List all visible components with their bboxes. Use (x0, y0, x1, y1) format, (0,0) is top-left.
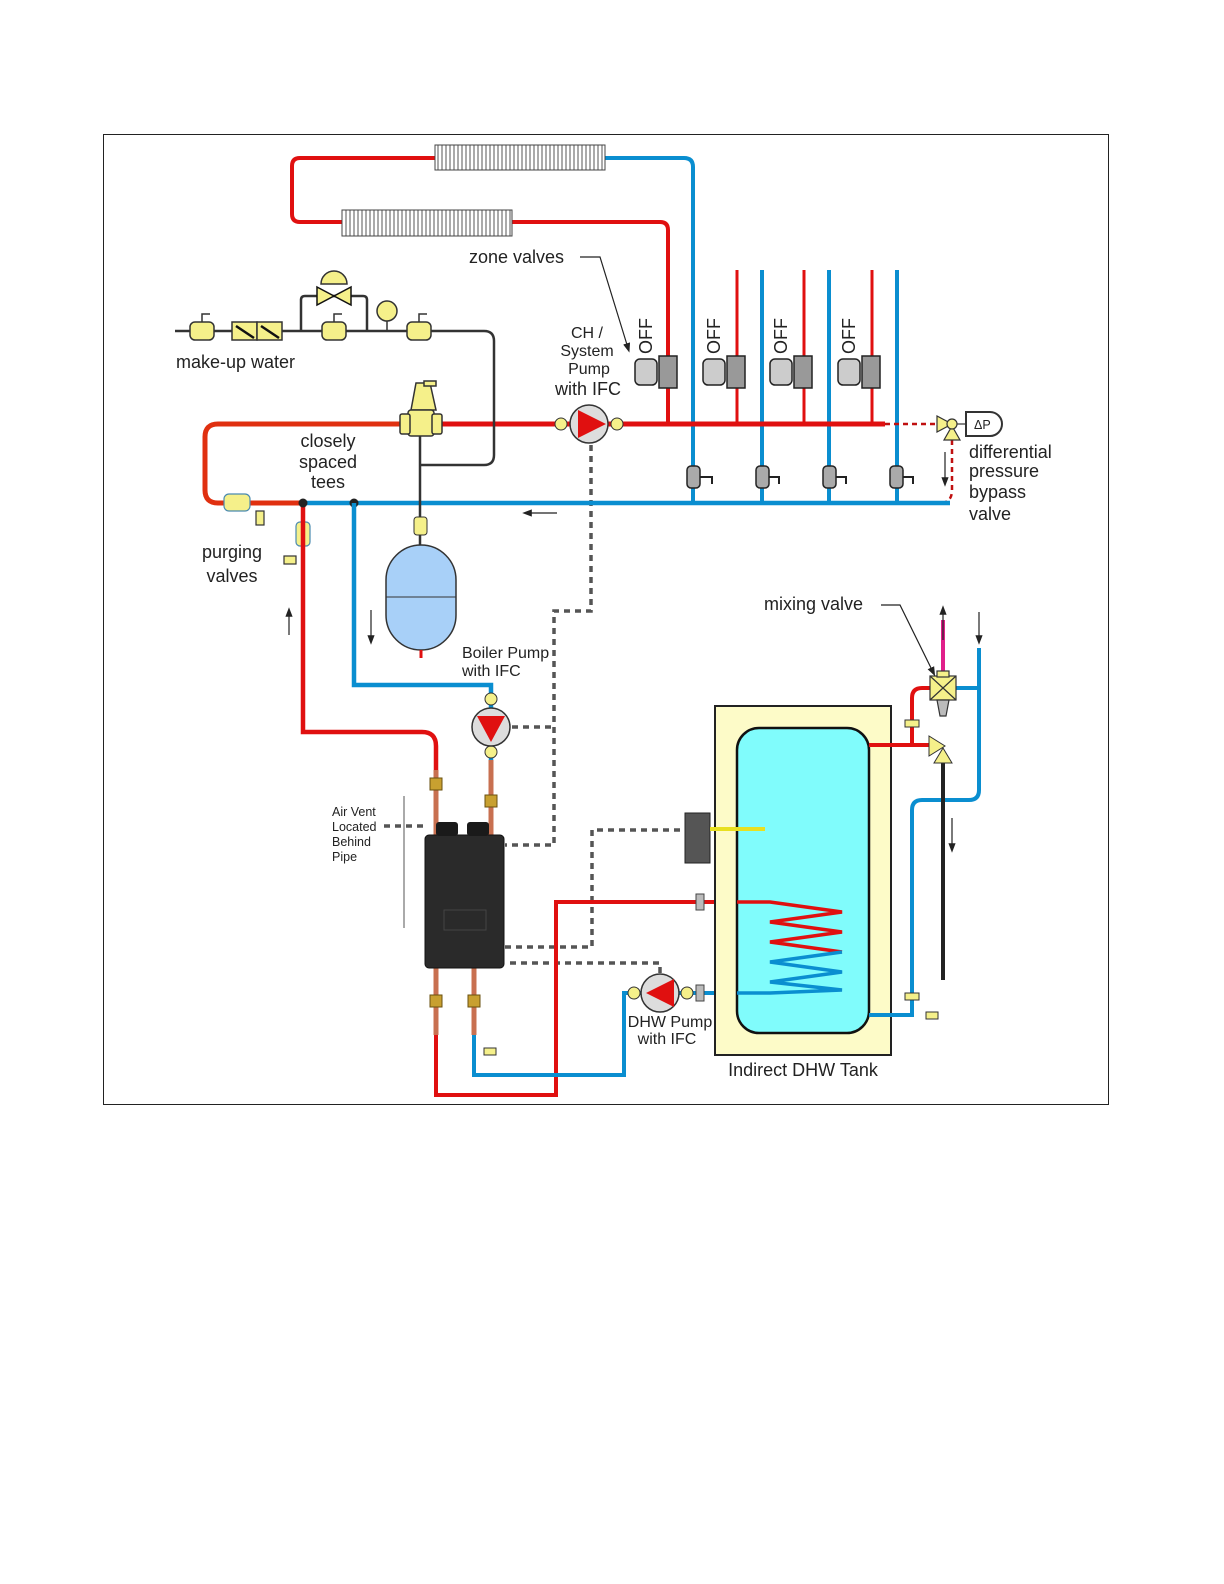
ch-system-pump[interactable] (555, 405, 623, 443)
svg-text:purging: purging (202, 542, 262, 562)
svg-text:Air Vent: Air Vent (332, 805, 376, 819)
closely-spaced-tees-label: closely spaced tees (299, 431, 357, 492)
zone-valves[interactable] (635, 356, 880, 388)
zone-valve-4 (838, 356, 880, 388)
svg-text:Boiler Pump: Boiler Pump (462, 645, 549, 662)
dhw-pump[interactable] (628, 974, 693, 1012)
return-balancing-valves[interactable] (687, 466, 913, 488)
differential-bypass-label: differential pressure bypass valve (969, 442, 1052, 524)
svg-text:tees: tees (311, 472, 345, 492)
baseboard-upper (435, 145, 605, 170)
svg-text:CH /: CH / (571, 325, 604, 342)
zone-valve-1 (635, 356, 677, 388)
tank-drain-valve[interactable] (926, 1012, 938, 1019)
drain-valve[interactable] (484, 1048, 496, 1055)
mixing-valve[interactable] (930, 671, 956, 716)
dhw-pump-label: DHW Pump with IFC (628, 1014, 713, 1048)
svg-text:bypass: bypass (969, 482, 1026, 502)
svg-text:Pipe: Pipe (332, 850, 357, 864)
svg-text:differential: differential (969, 442, 1052, 462)
delta-p-label: ΔP (974, 418, 991, 432)
mixing-valve-label: mixing valve (764, 594, 863, 614)
svg-text:spaced: spaced (299, 452, 357, 472)
svg-text:System: System (560, 343, 613, 360)
svg-text:OFF: OFF (839, 318, 859, 354)
boiler-pump-label: Boiler Pump with IFC (461, 645, 549, 680)
svg-text:OFF: OFF (771, 318, 791, 354)
union (905, 993, 919, 1000)
make-up-water-label: make-up water (176, 352, 295, 372)
zone-valve-3 (770, 356, 812, 388)
tee-dot (299, 499, 308, 508)
zone-valve-2 (703, 356, 745, 388)
svg-text:pressure: pressure (969, 461, 1039, 481)
air-separator (400, 381, 442, 436)
differential-pressure-bypass-valve[interactable] (937, 412, 1002, 440)
purging-valves-label: purging valves (202, 542, 262, 586)
dhw-return-pipe (474, 993, 737, 1075)
svg-text:with IFC: with IFC (554, 379, 621, 399)
svg-text:OFF: OFF (636, 318, 656, 354)
svg-text:with IFC: with IFC (461, 663, 521, 680)
air-vent-label: Air Vent Located Behind Pipe (332, 805, 377, 864)
tank-label: Indirect DHW Tank (728, 1060, 879, 1080)
svg-text:Pump: Pump (568, 361, 610, 378)
svg-text:OFF: OFF (704, 318, 724, 354)
zone-valves-label: zone valves (469, 247, 564, 267)
svg-text:DHW Pump: DHW Pump (628, 1014, 713, 1031)
svg-text:valves: valves (206, 566, 257, 586)
boiler-pump[interactable] (472, 693, 510, 758)
svg-text:Behind: Behind (332, 835, 371, 849)
svg-text:valve: valve (969, 504, 1011, 524)
fill-valve[interactable] (414, 517, 427, 535)
baseboard-lower (342, 210, 512, 236)
ch-pump-label: CH / System Pump with IFC (554, 325, 621, 399)
tank-sensor-controller (685, 813, 710, 863)
svg-text:with IFC: with IFC (637, 1031, 697, 1048)
svg-text:Located: Located (332, 820, 377, 834)
svg-text:closely: closely (300, 431, 355, 451)
boiler (425, 835, 504, 968)
tp-relief-valve[interactable] (929, 736, 952, 763)
make-up-fittings (190, 271, 431, 340)
union (905, 720, 919, 727)
